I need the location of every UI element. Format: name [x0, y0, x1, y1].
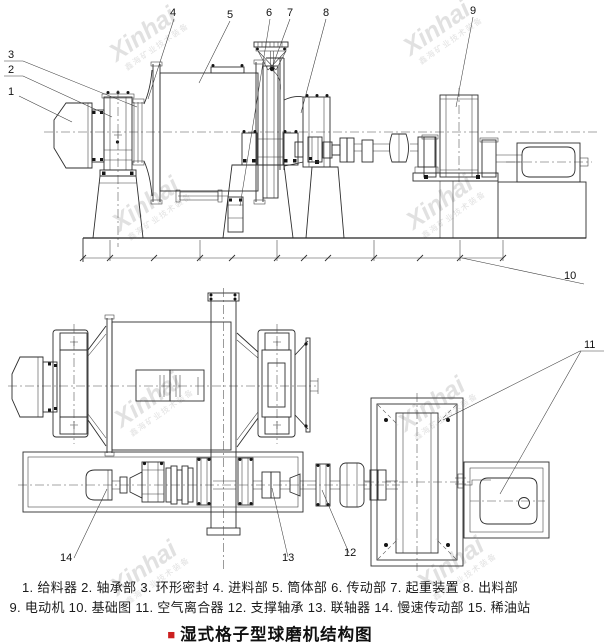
discharge-bearing-plan	[257, 324, 296, 444]
drawing-title: 湿式格子型球磨机结构图	[180, 626, 373, 644]
side-view	[44, 41, 600, 262]
motor-side	[412, 88, 522, 238]
ring-seal	[132, 98, 145, 166]
lifting-device	[253, 41, 289, 93]
motor-baseplate	[412, 172, 499, 182]
discharge-pipe-plan	[206, 288, 241, 572]
foundation	[79, 237, 586, 262]
callout-3: 3	[4, 49, 138, 108]
pinion-bearing-blocks-plan	[196, 457, 254, 506]
callout-1: 1	[8, 86, 73, 123]
callout-label: 11	[584, 339, 595, 351]
callout-5: 5	[198, 9, 233, 84]
feed-flare-plan	[87, 314, 115, 457]
red-square-bullet: ■	[167, 627, 176, 642]
callout-label: 4	[170, 7, 176, 19]
callout-2: 2	[4, 64, 113, 118]
manhole-hatch	[210, 66, 245, 74]
gear-housing-plan	[365, 393, 470, 571]
callout-label: 8	[323, 7, 329, 19]
legend-line-2: 9. 电动机 10. 基础图 11. 空气离合器 12. 支撑轴承 13. 联轴…	[9, 600, 531, 615]
callout-label: 9	[470, 5, 476, 17]
feed-bearing-plan	[52, 324, 89, 444]
callout-11: 11	[442, 339, 604, 495]
drawing-title-row: ■ 湿式格子型球磨机结构图	[0, 621, 540, 644]
slow-drive-unit	[497, 142, 592, 239]
reducer-plan	[141, 461, 165, 503]
discharge-flare-plan	[236, 332, 259, 448]
drum-plan	[111, 321, 232, 451]
callout-label: 5	[227, 9, 233, 21]
callout-4: 4	[147, 7, 176, 100]
drum-shell	[159, 64, 259, 192]
coupling-13-plan	[253, 471, 316, 499]
callout-7: 7	[272, 7, 293, 66]
callout-8: 8	[300, 7, 329, 114]
callout-label: 12	[344, 547, 356, 559]
callout-12: 12	[321, 489, 356, 559]
dimension-ticks	[79, 254, 507, 262]
callout-label: 13	[282, 552, 294, 564]
callout-13: 13	[271, 487, 294, 564]
callout-label: 3	[8, 49, 14, 61]
callout-label: 14	[60, 552, 72, 564]
clutch-coupling-plan	[165, 465, 194, 505]
callout-6: 6	[239, 7, 272, 207]
girth-gear-side	[253, 57, 285, 205]
air-clutch-plan	[330, 462, 398, 508]
callout-label: 7	[287, 7, 293, 19]
discharge-housing	[283, 94, 345, 239]
callout-label: 10	[564, 270, 576, 282]
motor-enclosure-plan	[455, 461, 550, 539]
drive-baseplate-plan	[18, 451, 400, 513]
callout-label: 1	[8, 86, 14, 98]
callout-10: 10	[461, 257, 585, 285]
plan-view	[8, 288, 550, 572]
jack-support	[175, 189, 244, 233]
callout-9: 9	[455, 5, 476, 108]
feed-bearing-side	[99, 90, 137, 247]
discharge-end-plan	[294, 337, 319, 433]
callout-label: 6	[266, 7, 272, 19]
feeder-side	[53, 102, 105, 169]
callout-label: 2	[8, 64, 14, 76]
legend-line-1: 1. 给料器 2. 轴承部 3. 环形密封 4. 进料部 5. 筒体部 6. 传…	[21, 580, 518, 595]
discharge-bearing-blocks	[241, 130, 299, 166]
raised-base	[497, 181, 587, 239]
callout-14: 14	[60, 488, 108, 564]
callouts: 1 3 2 4 5 6 7 8	[4, 5, 604, 564]
feeder-plan	[11, 356, 58, 418]
